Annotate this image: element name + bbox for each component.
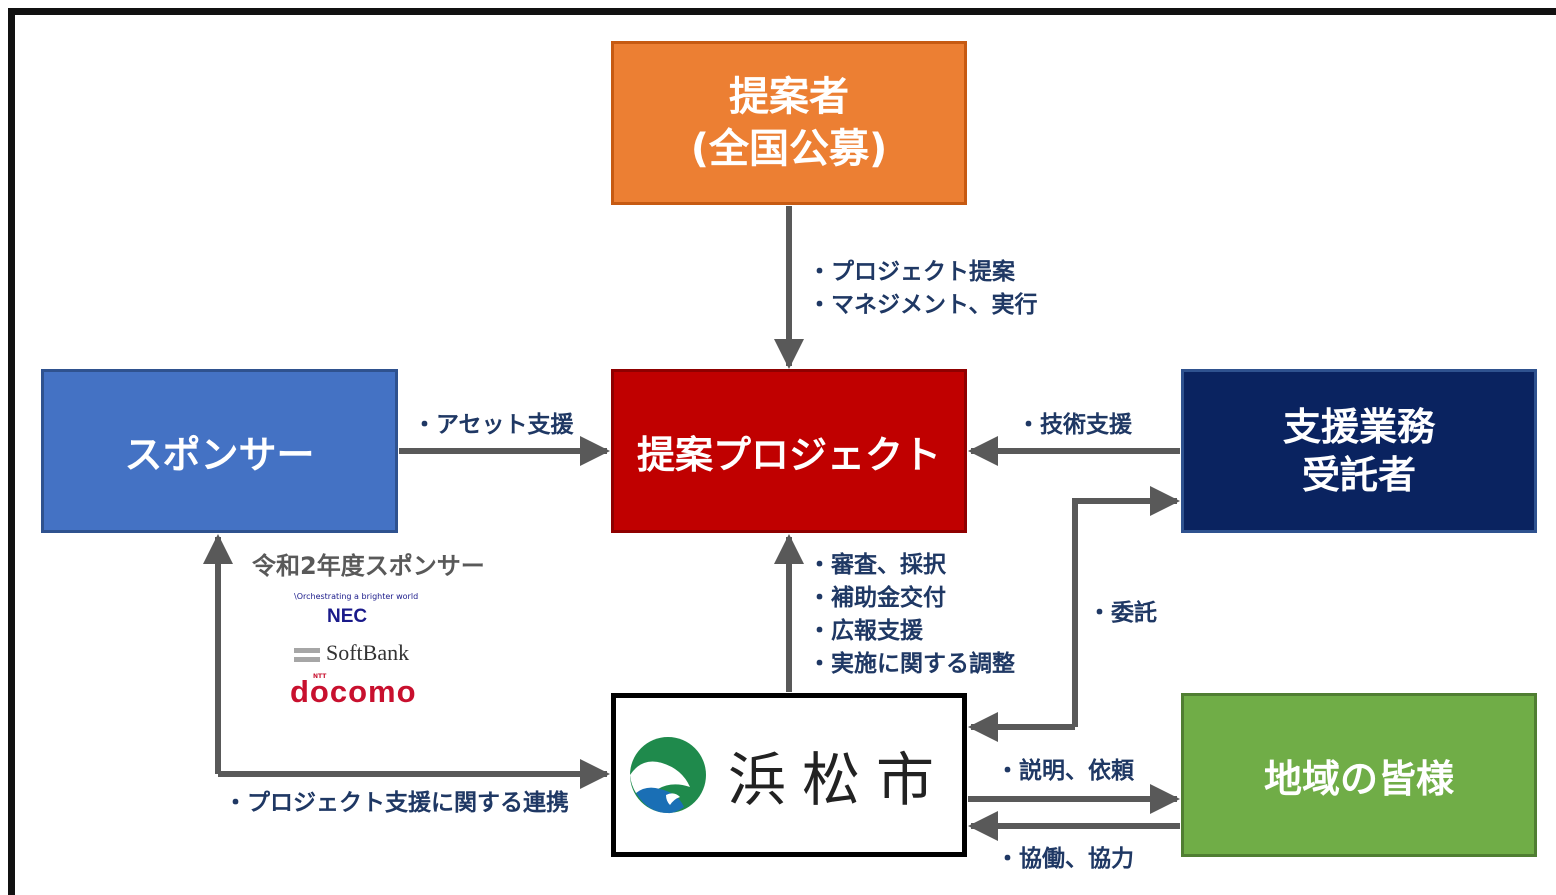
proposer-subtitle: (全国公募) bbox=[690, 126, 888, 172]
label-line: ・説明、依頼 bbox=[996, 758, 1134, 784]
arrow-city-to-support bbox=[1072, 486, 1180, 727]
label-support-to-project: ・技術支援 bbox=[1017, 409, 1132, 442]
proposer-box: 提案者 (全国公募) bbox=[611, 41, 967, 205]
softbank-logo: SoftBank bbox=[326, 640, 410, 665]
residents-box: 地域の皆様 bbox=[1181, 693, 1537, 857]
support-title-line1: 支援業務 bbox=[1282, 405, 1435, 449]
label-city-sponsor-link: ・プロジェクト支援に関する連携 bbox=[224, 787, 569, 820]
city-name: 浜松市 bbox=[727, 746, 950, 814]
docomo-ntt-mark: NTT bbox=[313, 673, 327, 680]
label-line: ・広報支援 bbox=[808, 618, 923, 644]
project-box: 提案プロジェクト bbox=[611, 369, 967, 533]
label-line: ・委託 bbox=[1088, 600, 1157, 626]
label-line: ・マネジメント、実行 bbox=[808, 292, 1038, 318]
sponsor-box: スポンサー bbox=[41, 369, 398, 533]
label-line: ・プロジェクト提案 bbox=[808, 259, 1015, 285]
nec-tagline: \Orchestrating a brighter world bbox=[294, 592, 419, 601]
label-city-to-residents: ・説明、依頼 bbox=[996, 755, 1134, 788]
residents-title: 地域の皆様 bbox=[1263, 756, 1454, 801]
label-city-to-support: ・委託 bbox=[1088, 597, 1157, 630]
city-box: 浜松市 bbox=[611, 693, 967, 857]
label-line: ・プロジェクト支援に関する連携 bbox=[224, 790, 569, 816]
docomo-logo: docomo bbox=[290, 674, 417, 709]
label-line: ・技術支援 bbox=[1017, 412, 1132, 438]
label-proposer-to-project: ・プロジェクト提案 ・マネジメント、実行 bbox=[808, 256, 1038, 322]
diagram-frame bbox=[8, 8, 1556, 895]
label-line: ・補助金交付 bbox=[808, 585, 946, 611]
label-sponsor-to-project: ・アセット支援 bbox=[413, 409, 574, 442]
support-contractor-box: 支援業務 受託者 bbox=[1181, 369, 1537, 533]
nec-logo: NEC bbox=[327, 606, 368, 627]
support-title-line2: 受託者 bbox=[1301, 453, 1416, 497]
sponsors-title: 令和2年度スポンサー bbox=[252, 552, 485, 580]
proposer-title: 提案者 bbox=[729, 74, 849, 120]
city-emblem-icon bbox=[629, 737, 706, 814]
label-residents-to-city: ・協働、協力 bbox=[996, 843, 1134, 876]
label-line: ・協働、協力 bbox=[996, 846, 1134, 872]
sponsor-title: スポンサー bbox=[124, 432, 315, 477]
softbank-mark-icon bbox=[294, 648, 320, 662]
label-city-to-project: ・審査、採択 ・補助金交付 ・広報支援 ・実施に関する調整 bbox=[808, 549, 1015, 681]
label-line: ・アセット支援 bbox=[413, 412, 574, 438]
label-line: ・実施に関する調整 bbox=[808, 651, 1015, 677]
project-title: 提案プロジェクト bbox=[636, 432, 941, 477]
label-line: ・審査、採択 bbox=[808, 552, 946, 578]
